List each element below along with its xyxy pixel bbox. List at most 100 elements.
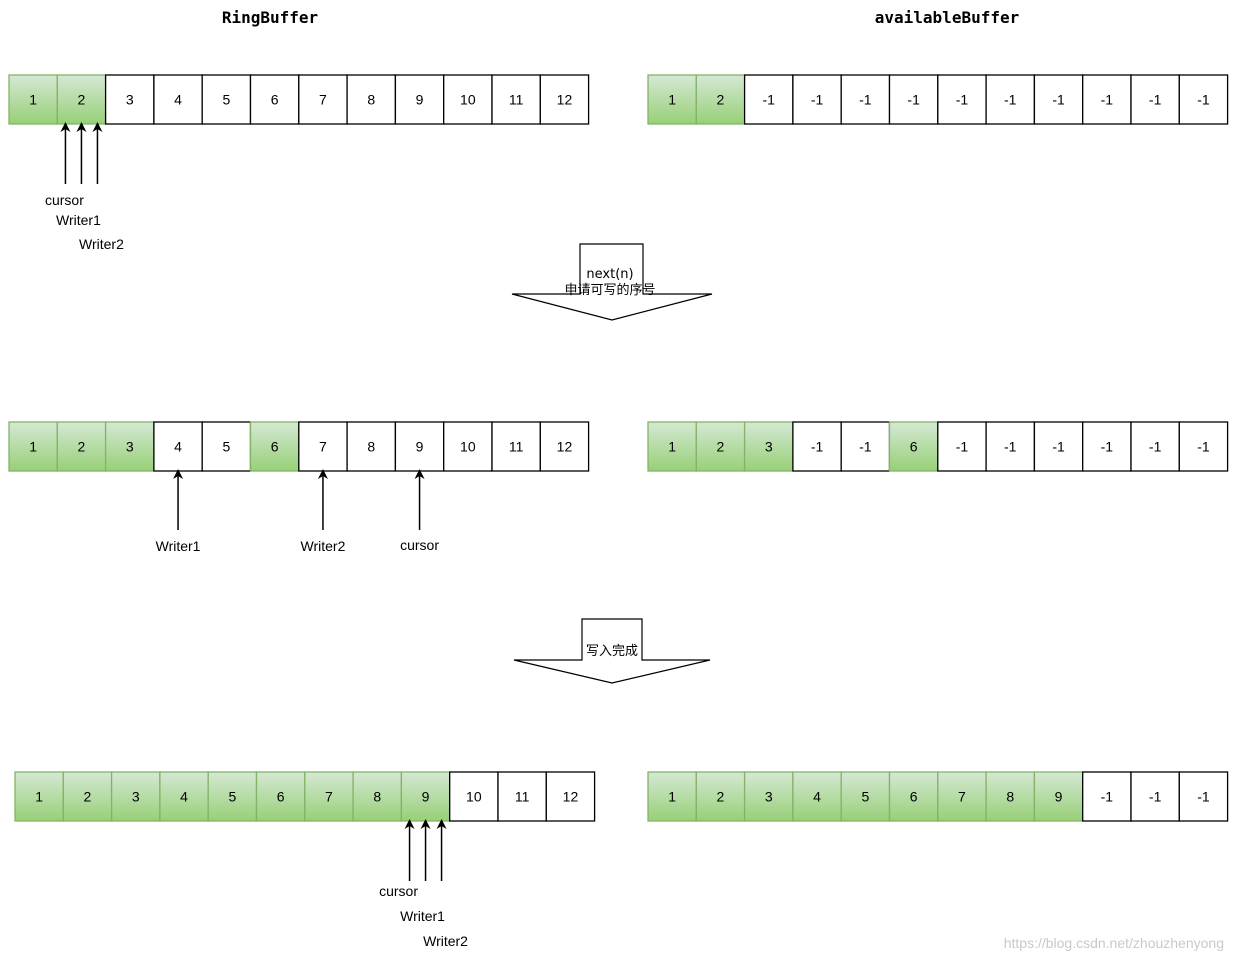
available-buffer-stage-3-cell-value: 2 xyxy=(717,789,725,805)
available-buffer-stage-1-cell-9 xyxy=(1033,74,1084,125)
ring-buffer-stage-3-cell-value: 2 xyxy=(84,789,92,805)
available-buffer-stage-2-cell-value: -1 xyxy=(1004,439,1017,455)
ring-buffer-stage-3-cell-value: 11 xyxy=(515,789,530,805)
available-buffer-stage-3-cell-value: 3 xyxy=(765,789,773,805)
available-buffer-stage-1-cell-value: -1 xyxy=(763,92,776,108)
watermark: https://blog.csdn.net/zhouzhenyong xyxy=(1004,935,1224,951)
ring-buffer-stage-2-cell-value: 11 xyxy=(509,439,524,455)
ring-buffer-stage-3-cell-5 xyxy=(207,771,258,822)
ring-buffer-stage-1-cell-value: 12 xyxy=(557,92,573,108)
ring-buffer-stage-3-cell-1 xyxy=(14,771,64,822)
writer1-pointer-label: Writer1 xyxy=(156,538,201,554)
available-buffer-stage-3-cell-value: 7 xyxy=(958,789,966,805)
ring-buffer-stage-2-cell-7 xyxy=(298,421,348,472)
ring-buffer-stage-2-cell-value: 1 xyxy=(29,439,37,455)
available-buffer-stage-3-cell-value: 9 xyxy=(1055,789,1063,805)
ring-buffer-stage-2-cell-value: 10 xyxy=(460,439,476,455)
ring-buffer-stage-3-cell-value: 6 xyxy=(277,789,285,805)
available-buffer-stage-3-cell-5 xyxy=(840,771,891,822)
ring-buffer-stage-1-cell-10 xyxy=(443,74,493,125)
ring-buffer-stage-1-cell-value: 1 xyxy=(29,92,37,108)
cursor-pointer-label: cursor xyxy=(45,192,84,208)
available-buffer-stage-3-cell-8 xyxy=(985,771,1036,822)
ring-buffer-stage-1-cell-value: 8 xyxy=(367,92,375,108)
available-buffer-stage-3-cell-value: -1 xyxy=(1101,789,1114,805)
ring-buffer-title: RingBuffer xyxy=(222,8,318,27)
available-buffer-stage-3-cell-12 xyxy=(1178,771,1229,822)
available-buffer-stage-1-cell-value: -1 xyxy=(859,92,872,108)
available-buffer-stage-3-cell-value: 6 xyxy=(910,789,918,805)
ring-buffer-stage-3-cell-7 xyxy=(304,771,354,822)
transition-label-write-done: 写入完成 xyxy=(586,644,638,659)
ring-buffer-stage-1-cell-8 xyxy=(346,74,397,125)
transition-arrow-next: next(n) 申请可写的序号 xyxy=(511,243,713,321)
ring-buffer-stage-2-cell-value: 5 xyxy=(222,439,230,455)
available-buffer-stage-1-cell-1 xyxy=(647,74,697,125)
transition-arrow-write-done: 写入完成 xyxy=(513,618,711,684)
available-buffer-stage-1-cell-4 xyxy=(792,74,842,125)
available-buffer-stage-1-cell-5 xyxy=(840,74,891,125)
available-buffer-stage-1-cell-8 xyxy=(985,74,1036,125)
available-buffer-stage-2-cell-value: -1 xyxy=(1149,439,1162,455)
ring-buffer-stage-2-cell-1 xyxy=(8,421,58,472)
available-buffer-stage-3-cell-value: 8 xyxy=(1006,789,1014,805)
ring-buffer-stage-3-cell-value: 8 xyxy=(373,789,381,805)
ring-buffer-stage-2-cell-11 xyxy=(491,421,541,472)
available-buffer-stage-1-cell-value: 2 xyxy=(717,92,725,108)
available-buffer-stage-1-cell-value: -1 xyxy=(1149,92,1162,108)
available-buffer-stage-3-cell-value: -1 xyxy=(1197,789,1210,805)
ring-buffer-stage-1-cell-value: 3 xyxy=(126,92,134,108)
ring-buffer-stage-1-cell-value: 2 xyxy=(78,92,86,108)
available-buffer-stage-2-cell-value: 3 xyxy=(765,439,773,455)
available-buffer-stage-2-cell-3 xyxy=(743,421,794,472)
ring-buffer-stage-3-cell-value: 4 xyxy=(180,789,188,805)
available-buffer-stage-1-cell-10 xyxy=(1082,74,1132,125)
available-buffer-stage-1-cell-value: -1 xyxy=(1101,92,1114,108)
available-buffer-stage-2-cell-value: 2 xyxy=(717,439,725,455)
cursor-pointer-label: cursor xyxy=(400,537,439,553)
writer2-pointer-label: Writer2 xyxy=(423,933,468,949)
available-buffer-stage-2-cell-12 xyxy=(1178,421,1229,472)
ring-buffer-stage-2-cell-value: 4 xyxy=(174,439,182,455)
ring-buffer-stage-3-cell-value: 7 xyxy=(325,789,333,805)
available-buffer-stage-3-cell-value: -1 xyxy=(1149,789,1162,805)
ring-buffer-stage-3-cell-value: 1 xyxy=(35,789,43,805)
available-buffer-stage-2-cell-9 xyxy=(1033,421,1084,472)
ring-buffer-stage-3-cell-value: 5 xyxy=(228,789,236,805)
available-buffer-stage-1-cell-value: 1 xyxy=(668,92,676,108)
available-buffer-stage-1-cell-6 xyxy=(888,74,939,125)
available-buffer-title: availableBuffer xyxy=(875,8,1020,27)
available-buffer-stage-2-cell-2 xyxy=(695,421,746,472)
writer2-pointer-label: Writer2 xyxy=(79,236,124,252)
ring-buffer-stage-3-cell-2 xyxy=(62,771,113,822)
available-buffer-stage-1-cell-12 xyxy=(1178,74,1229,125)
available-buffer-stage-1-cell-value: -1 xyxy=(956,92,969,108)
ring-buffer-stage-3-cell-4 xyxy=(159,771,209,822)
available-buffer-stage-3-cell-value: 4 xyxy=(813,789,821,805)
available-buffer-stage-2-cell-value: -1 xyxy=(811,439,824,455)
available-buffer-stage-3-cell-6 xyxy=(888,771,939,822)
ring-buffer-stage-2-cell-value: 12 xyxy=(557,439,573,455)
available-buffer-stage-2-cell-value: -1 xyxy=(956,439,969,455)
available-buffer-stage-1-cell-value: -1 xyxy=(907,92,920,108)
ring-buffer-stage-2-cell-12 xyxy=(539,421,590,472)
ring-buffer-stage-1-cell-12 xyxy=(539,74,590,125)
ring-buffer-stage-2-cell-value: 3 xyxy=(126,439,134,455)
available-buffer-stage-1-cell-7 xyxy=(937,74,987,125)
ring-buffer-stage-1-cell-value: 11 xyxy=(509,92,524,108)
available-buffer-stage-3-cell-11 xyxy=(1130,771,1180,822)
ring-buffer-stage-1-cell-value: 5 xyxy=(222,92,230,108)
ring-buffer-stage-1-cell-value: 4 xyxy=(174,92,182,108)
ring-buffer-stage-1-cell-value: 10 xyxy=(460,92,476,108)
available-buffer-stage-3-cell-2 xyxy=(695,771,746,822)
available-buffer-stage-1-cell-value: -1 xyxy=(1052,92,1065,108)
available-buffer-stage-2-cell-7 xyxy=(937,421,987,472)
ring-buffer-stage-3-cell-12 xyxy=(545,771,596,822)
available-buffer-stage-1-cell-2 xyxy=(695,74,746,125)
